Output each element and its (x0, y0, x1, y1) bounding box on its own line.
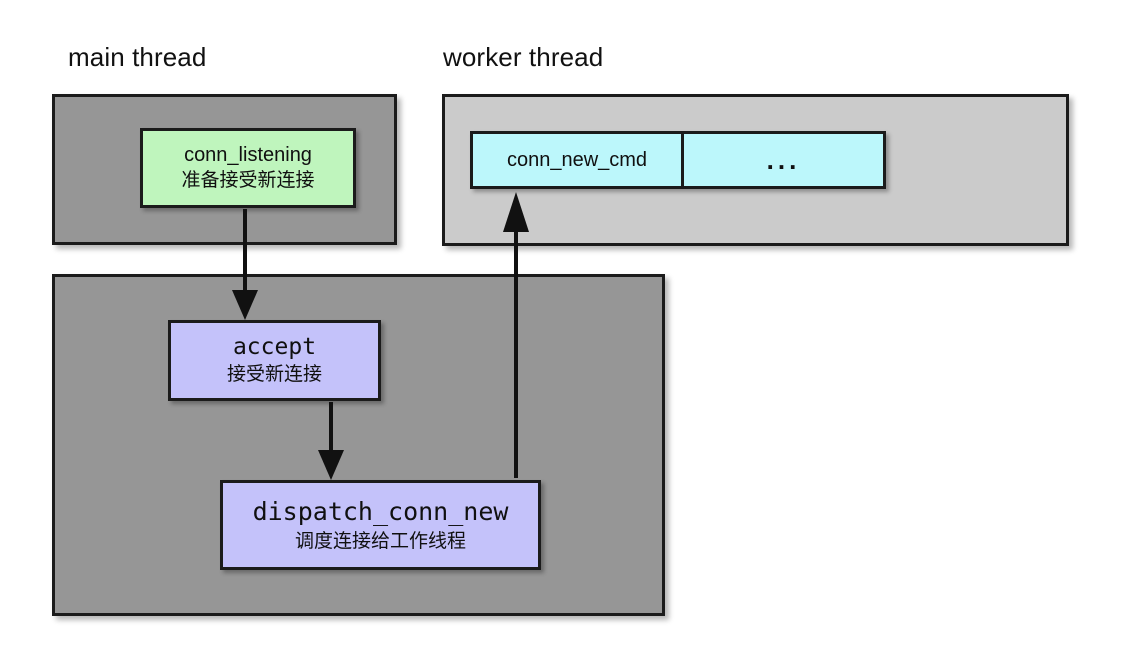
node-accept[interactable]: accept 接受新连接 (168, 320, 381, 401)
node-accept-label-zh: 接受新连接 (226, 363, 322, 386)
node-dispatch-conn-new[interactable]: dispatch_conn_new 调度连接给工作线程 (220, 480, 541, 570)
node-accept-label-en: accept (232, 333, 317, 360)
worker-connection-queue: conn_new_cmd ... (470, 131, 886, 189)
queue-cell-conn-new-cmd[interactable]: conn_new_cmd (506, 148, 648, 171)
node-dispatch-conn-new-label-zh: 调度连接给工作线程 (294, 529, 466, 552)
main-thread-title: main thread (68, 42, 207, 72)
worker-thread-title: worker thread (443, 42, 604, 72)
node-conn-listening[interactable]: conn_listening 准备接受新连接 (140, 128, 356, 208)
node-conn-listening-label-en: conn_listening (184, 144, 312, 167)
queue-cell-ellipsis[interactable]: ... (681, 134, 883, 186)
node-dispatch-conn-new-label-en: dispatch_conn_new (252, 496, 509, 526)
node-conn-listening-label-zh: 准备接受新连接 (181, 168, 315, 191)
